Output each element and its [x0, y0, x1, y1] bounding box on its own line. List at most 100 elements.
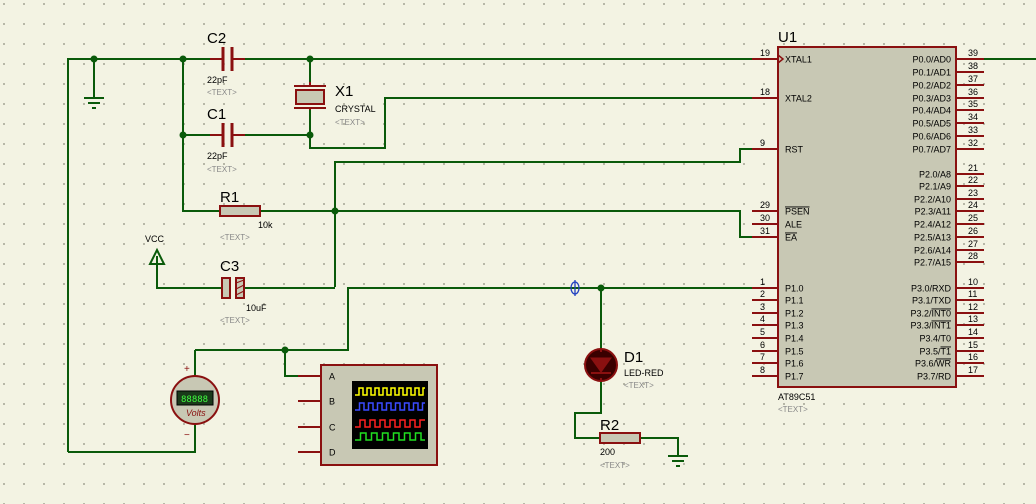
pin-name: P3.3/INT1 — [910, 321, 951, 331]
c3-text-hint: <TEXT> — [220, 316, 250, 325]
pin-name: XTAL2 — [785, 94, 812, 104]
pin-number: 22 — [968, 175, 978, 185]
pin-number: 24 — [968, 200, 978, 210]
pin-number: 34 — [968, 112, 978, 122]
pin-name: P2.4/A12 — [914, 220, 951, 230]
pin-number: 32 — [968, 138, 978, 148]
pin-name: P3.5/T1 — [919, 347, 951, 357]
pin-name: P3.2/INT0 — [910, 309, 951, 319]
pin-number: 25 — [968, 213, 978, 223]
led-d1[interactable]: D1 LED-RED <TEXT> — [584, 348, 664, 390]
scope-trace — [355, 387, 425, 396]
voltmeter[interactable]: 88888 Volts + − — [170, 364, 220, 441]
c2-text-hint: <TEXT> — [207, 88, 237, 97]
pin-name: P2.6/A14 — [914, 246, 951, 256]
pin-number: 14 — [968, 327, 978, 337]
pin-name: P1.3 — [785, 321, 804, 331]
capacitor-c3[interactable]: C3 10uF <TEXT> — [220, 258, 267, 325]
pin-number: 3 — [760, 302, 765, 312]
u1-part: AT89C51 — [778, 392, 815, 402]
pin-number: 21 — [968, 163, 978, 173]
scope-channel-label: B — [329, 397, 335, 407]
c1-value: 22pF — [207, 151, 228, 161]
pin-number: 9 — [760, 138, 765, 148]
pin-number: 26 — [968, 226, 978, 236]
clock-marker — [777, 54, 785, 64]
c1-ref: C1 — [207, 106, 226, 123]
pin-name: P1.0 — [785, 284, 804, 294]
pin-number: 15 — [968, 340, 978, 350]
mcu-u1[interactable]: U1 AT89C51 <TEXT> 19XTAL118XTAL29RST29PS… — [752, 29, 984, 414]
pin-name: P1.2 — [785, 309, 804, 319]
scope-channel-label: C — [329, 423, 336, 433]
pin-name: P1.7 — [785, 372, 804, 382]
pin-name: P0.5/AD5 — [912, 119, 951, 129]
pin-number: 16 — [968, 352, 978, 362]
pin-number: 11 — [968, 289, 977, 299]
pin-name: P0.7/AD7 — [912, 145, 951, 155]
pin-number: 30 — [760, 213, 770, 223]
pin-number: 13 — [968, 314, 978, 324]
capacitor-c2[interactable]: C2 22pF <TEXT> — [207, 30, 245, 97]
pin-name: P0.2/AD2 — [912, 81, 951, 91]
pin-name: P3.4/T0 — [919, 334, 951, 344]
pin-name: P3.7/RD — [917, 372, 952, 382]
pin-name: XTAL1 — [785, 55, 812, 65]
pin-name: P0.0/AD0 — [912, 55, 951, 65]
pin-number: 28 — [968, 251, 978, 261]
pin-name: PSEN — [785, 207, 810, 217]
c3-value: 10uF — [246, 303, 267, 313]
vcc-label: VCC — [145, 234, 165, 244]
pin-number: 38 — [968, 61, 978, 71]
pin-name: P0.6/AD6 — [912, 132, 951, 142]
voltmeter-display: 88888 — [181, 395, 208, 405]
r1-text-hint: <TEXT> — [220, 233, 250, 242]
pin-name: P2.3/A11 — [915, 207, 951, 217]
pin-name: P0.4/AD4 — [912, 106, 951, 116]
wires[interactable] — [67, 58, 1036, 455]
c3-ref: C3 — [220, 258, 239, 275]
d1-text-hint: <TEXT> — [624, 381, 654, 390]
u1-text-hint: <TEXT> — [778, 405, 808, 414]
pin-number: 36 — [968, 87, 978, 97]
probe-marker[interactable] — [570, 280, 580, 296]
x1-value: CRYSTAL — [335, 104, 376, 114]
scope-trace — [355, 402, 425, 411]
crystal-x1[interactable]: X1 CRYSTAL <TEXT> — [294, 82, 376, 127]
pin-name: P2.0/A8 — [919, 170, 951, 180]
pin-number: 31 — [760, 226, 770, 236]
pin-name: P0.1/AD1 — [912, 68, 951, 78]
pin-name: P0.3/AD3 — [912, 94, 951, 104]
pin-number: 35 — [968, 99, 978, 109]
pin-number: 5 — [760, 327, 765, 337]
d1-ref: D1 — [624, 349, 643, 366]
scope-trace — [355, 432, 425, 441]
pin-name: ALE — [785, 220, 802, 230]
pin-number: 17 — [968, 365, 978, 375]
pin-name: P3.6/WR — [915, 359, 952, 369]
pin-name: P1.4 — [785, 334, 804, 344]
capacitor-c1[interactable]: C1 22pF <TEXT> — [207, 106, 245, 174]
pin-number: 29 — [760, 200, 770, 210]
pin-name: P2.7/A15 — [914, 258, 951, 268]
junctions — [90, 55, 605, 354]
vcc-terminal[interactable]: VCC — [145, 234, 166, 265]
resistor-r2[interactable]: R2 200 <TEXT> — [599, 417, 641, 470]
pin-name: P1.6 — [785, 359, 804, 369]
x1-ref: X1 — [335, 83, 353, 100]
ground-symbol[interactable] — [668, 455, 688, 467]
pin-number: 4 — [760, 314, 765, 324]
pin-name: P2.1/A9 — [919, 182, 951, 192]
pin-name: P2.2/A10 — [914, 195, 951, 205]
pin-number: 23 — [968, 188, 978, 198]
ground-symbol[interactable] — [84, 97, 104, 109]
voltmeter-minus: − — [184, 430, 190, 441]
r2-value: 200 — [600, 447, 615, 457]
resistor-r1[interactable]: R1 10k <TEXT> — [219, 189, 273, 242]
voltmeter-plus: + — [184, 364, 190, 375]
pin-number: 19 — [760, 48, 770, 58]
r1-ref: R1 — [220, 189, 239, 206]
c1-text-hint: <TEXT> — [207, 165, 237, 174]
